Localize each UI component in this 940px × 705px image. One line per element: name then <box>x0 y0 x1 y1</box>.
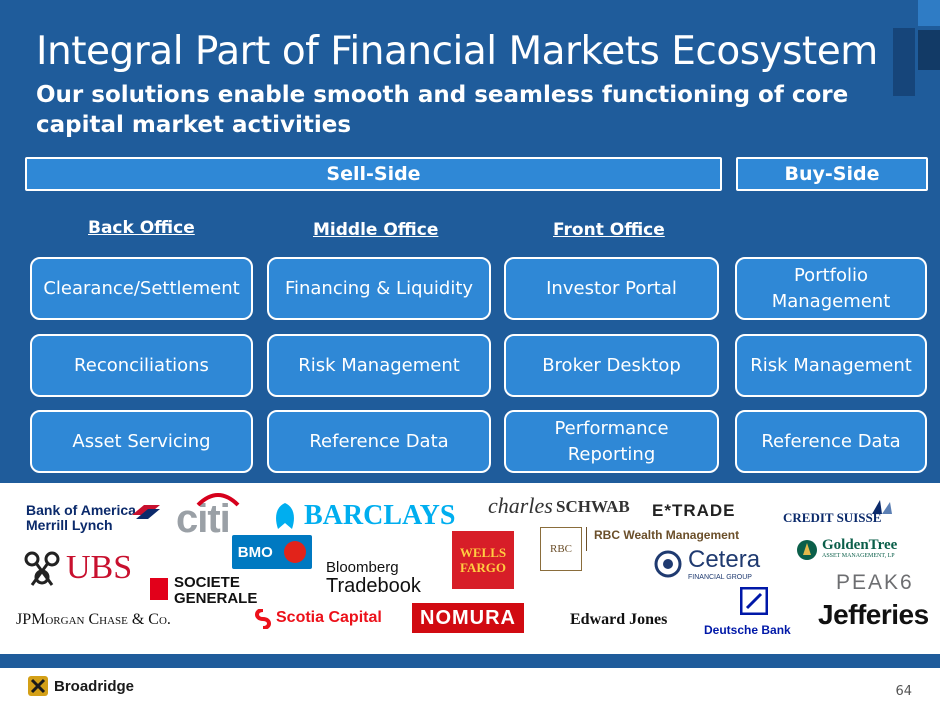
bmo-roundel-icon <box>284 541 307 563</box>
bmo-logo: BMO <box>232 535 312 569</box>
schwab-logo: SCHWAB <box>556 497 630 516</box>
front-office-heading: Front Office <box>553 220 665 240</box>
box-reconciliations: Reconciliations <box>30 334 253 397</box>
bloomberg-text: Bloomberg <box>326 559 399 576</box>
corner-accent <box>918 30 940 70</box>
goldentree-emblem-icon <box>797 540 817 560</box>
edward-jones-logo: Edward Jones <box>570 611 668 628</box>
nomura-logo: NOMURA <box>412 603 524 633</box>
footer-band <box>0 654 940 668</box>
bofa-flag-icon <box>132 505 160 519</box>
citi-arc-icon <box>196 493 240 507</box>
ubs-keys-icon <box>24 551 60 586</box>
middle-office-heading: Middle Office <box>313 220 439 240</box>
box-financing-liquidity: Financing & Liquidity <box>267 257 491 320</box>
bofa-line1: Bank of America <box>26 502 136 518</box>
goldentree-logo: GoldenTree ASSET MANAGEMENT, LP <box>822 538 897 560</box>
page-subtitle: Our solutions enable smooth and seamless… <box>36 82 849 138</box>
broadridge-mark-icon <box>28 676 48 696</box>
box-portfolio-management: Portfolio Management <box>735 257 927 320</box>
goldentree-text: GoldenTree <box>822 537 898 553</box>
box-investor-portal: Investor Portal <box>504 257 719 320</box>
deutsche-bank-icon <box>740 587 768 615</box>
cetera-logo: Cetera FINANCIAL GROUP <box>688 547 760 582</box>
box-risk-management: Risk Management <box>267 334 491 397</box>
client-logos: Bank of America Merrill Lynch citi BARCL… <box>0 483 940 654</box>
citi-logo: citi <box>176 497 231 541</box>
box-buy-reference-data: Reference Data <box>735 410 927 473</box>
cetera-mark-icon <box>654 550 682 578</box>
corner-accent <box>918 0 940 26</box>
back-office-heading: Back Office <box>88 218 195 238</box>
wells-line1: WELLS <box>459 545 507 560</box>
jpmorgan-chase-logo: JPMorgan Chase & Co. <box>16 611 171 628</box>
societe-generale-square-icon <box>150 578 168 600</box>
bloomberg-tradebook-logo: Bloomberg Tradebook <box>326 559 421 597</box>
box-buy-risk-management: Risk Management <box>735 334 927 397</box>
bofa-line2: Merrill Lynch <box>26 517 113 533</box>
corner-accent <box>893 28 915 96</box>
box-performance-reporting: Performance Reporting <box>504 410 719 473</box>
scotia-logo-icon <box>255 609 271 629</box>
societe-line1: SOCIETE <box>174 574 240 591</box>
box-clearance-settlement: Clearance/Settlement <box>30 257 253 320</box>
slide-background <box>0 0 940 483</box>
tradebook-text: Tradebook <box>326 575 421 597</box>
goldentree-subtext: ASSET MANAGEMENT, LP <box>822 553 895 559</box>
box-reference-data: Reference Data <box>267 410 491 473</box>
wells-fargo-logo: WELLS FARGO <box>452 531 514 589</box>
broadridge-logo: Broadridge <box>28 676 134 696</box>
cetera-subtext: FINANCIAL GROUP <box>688 574 752 581</box>
rbc-wealth-logo: RBC Wealth Management <box>594 528 740 542</box>
jefferies-logo: Jefferies <box>818 599 929 630</box>
barclays-eagle-icon <box>276 503 294 529</box>
box-broker-desktop: Broker Desktop <box>504 334 719 397</box>
bank-of-america-logo: Bank of America Merrill Lynch <box>26 503 136 533</box>
bmo-text: BMO <box>237 543 273 561</box>
sell-side-band: Sell-Side <box>25 157 722 191</box>
ubs-logo: UBS <box>66 549 133 586</box>
scotia-capital-logo: Scotia Capital <box>276 609 382 626</box>
rbc-divider <box>586 527 587 551</box>
peak6-logo: PEAK6 <box>836 571 914 594</box>
societe-generale-logo: SOCIETE GENERALE <box>174 575 257 607</box>
cetera-text: Cetera <box>688 546 761 573</box>
rbc-shield-icon: RBC <box>540 527 582 571</box>
page-number: 64 <box>895 684 912 699</box>
wells-line2: FARGO <box>460 560 506 575</box>
page-title: Integral Part of Financial Markets Ecosy… <box>36 29 878 74</box>
etrade-logo: E*TRADE <box>652 501 736 520</box>
deutsche-bank-logo: Deutsche Bank <box>704 623 791 637</box>
box-asset-servicing: Asset Servicing <box>30 410 253 473</box>
credit-suisse-sails-icon <box>872 500 892 514</box>
barclays-logo: BARCLAYS <box>304 500 456 531</box>
societe-line2: GENERALE <box>174 590 258 607</box>
broadridge-text: Broadridge <box>54 677 135 695</box>
credit-suisse-logo: CREDIT SUISSE <box>783 510 882 525</box>
buy-side-band: Buy-Side <box>736 157 928 191</box>
schwab-script: charles <box>488 493 553 518</box>
